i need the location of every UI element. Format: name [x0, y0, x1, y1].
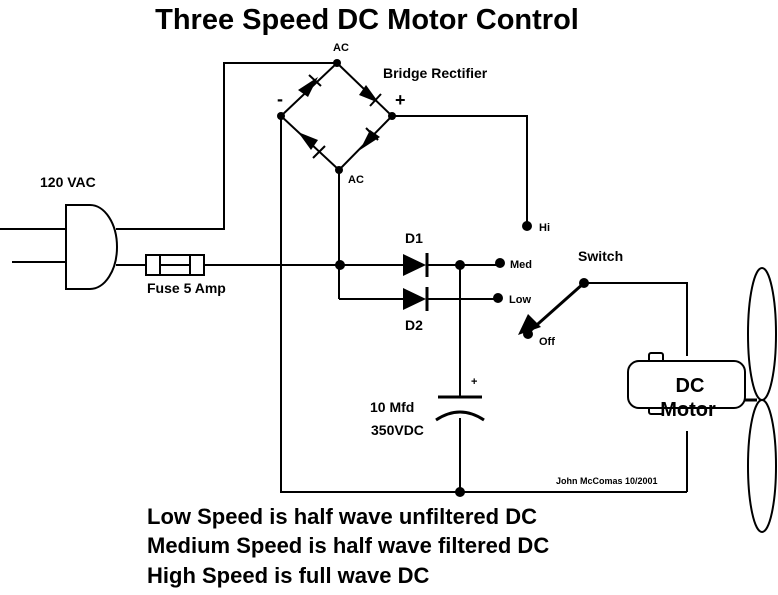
label-cap-value: 10 Mfd — [370, 399, 414, 415]
bridge-diamond — [279, 61, 394, 172]
label-motor-line1: DC — [676, 375, 705, 397]
bridge-diode-arrow — [298, 132, 318, 150]
bridge-diode-arrow — [360, 130, 380, 150]
note-high-speed: High Speed is full wave DC — [147, 563, 430, 588]
note-low-speed: Low Speed is half wave unfiltered DC — [147, 504, 537, 529]
bridge-diode-arrow — [298, 77, 318, 97]
fan-blade-bottom — [747, 399, 777, 533]
label-120vac: 120 VAC — [40, 174, 96, 190]
motor-body — [627, 360, 746, 409]
label-ac-top: AC — [333, 42, 349, 54]
wire-return — [280, 116, 687, 493]
label-d2: D2 — [405, 317, 423, 333]
capacitor — [435, 395, 485, 422]
label-med: Med — [510, 259, 532, 271]
terminal-hi — [522, 221, 532, 231]
diode-d1-symbol — [403, 254, 426, 276]
label-low: Low — [509, 294, 531, 306]
dc-motor — [627, 267, 777, 533]
junction-dot — [455, 260, 465, 270]
wires — [116, 62, 688, 493]
power-plug — [0, 204, 118, 290]
note-medium-speed: Medium Speed is half wave filtered DC — [147, 533, 549, 558]
capacitor-plate-curved — [435, 410, 485, 422]
label-plus: + — [395, 90, 406, 110]
terminal-med — [495, 258, 505, 268]
plug-body — [65, 204, 118, 290]
label-cap-plus: + — [471, 376, 477, 388]
diode-d2-symbol — [403, 288, 426, 310]
label-credit: John McComas 10/2001 — [556, 476, 658, 486]
switch-pivot — [579, 278, 589, 288]
label-off: Off — [539, 336, 555, 348]
node-dot — [277, 112, 285, 120]
label-bridge-rectifier: Bridge Rectifier — [383, 65, 488, 81]
wire-ac-top — [116, 62, 337, 230]
label-cap-voltage: 350VDC — [371, 422, 424, 438]
label-ac-bottom: AC — [348, 174, 364, 186]
diode-d2 — [403, 287, 429, 311]
bridge-diode-bar — [308, 74, 322, 87]
wire-hi — [392, 115, 528, 226]
junction-dot — [335, 260, 345, 270]
wire-switch-motor — [584, 282, 688, 356]
label-minus: - — [277, 89, 283, 109]
bridge-rectifier — [277, 59, 396, 174]
node-dot — [388, 112, 396, 120]
label-motor-line2: Motor — [660, 399, 716, 421]
bridge-diode-bar — [369, 93, 382, 107]
label-hi: Hi — [539, 222, 550, 234]
label-fuse: Fuse 5 Amp — [147, 280, 226, 296]
diagram-title: Three Speed DC Motor Control — [155, 4, 579, 36]
switch-arrowhead — [518, 314, 541, 335]
switch-arm — [529, 281, 585, 333]
fan-blade-top — [747, 267, 777, 401]
label-d1: D1 — [405, 230, 423, 246]
diode-d1 — [403, 253, 429, 277]
bridge-diode-arrow — [359, 85, 379, 103]
fuse — [145, 254, 205, 276]
node-dot — [333, 59, 341, 67]
bridge-diode-bar — [312, 145, 326, 159]
node-dot — [335, 166, 343, 174]
terminal-low — [493, 293, 503, 303]
selector-switch — [518, 278, 589, 335]
junction-dot — [455, 487, 465, 497]
bridge-diode-bar — [365, 127, 379, 141]
label-switch: Switch — [578, 248, 623, 264]
